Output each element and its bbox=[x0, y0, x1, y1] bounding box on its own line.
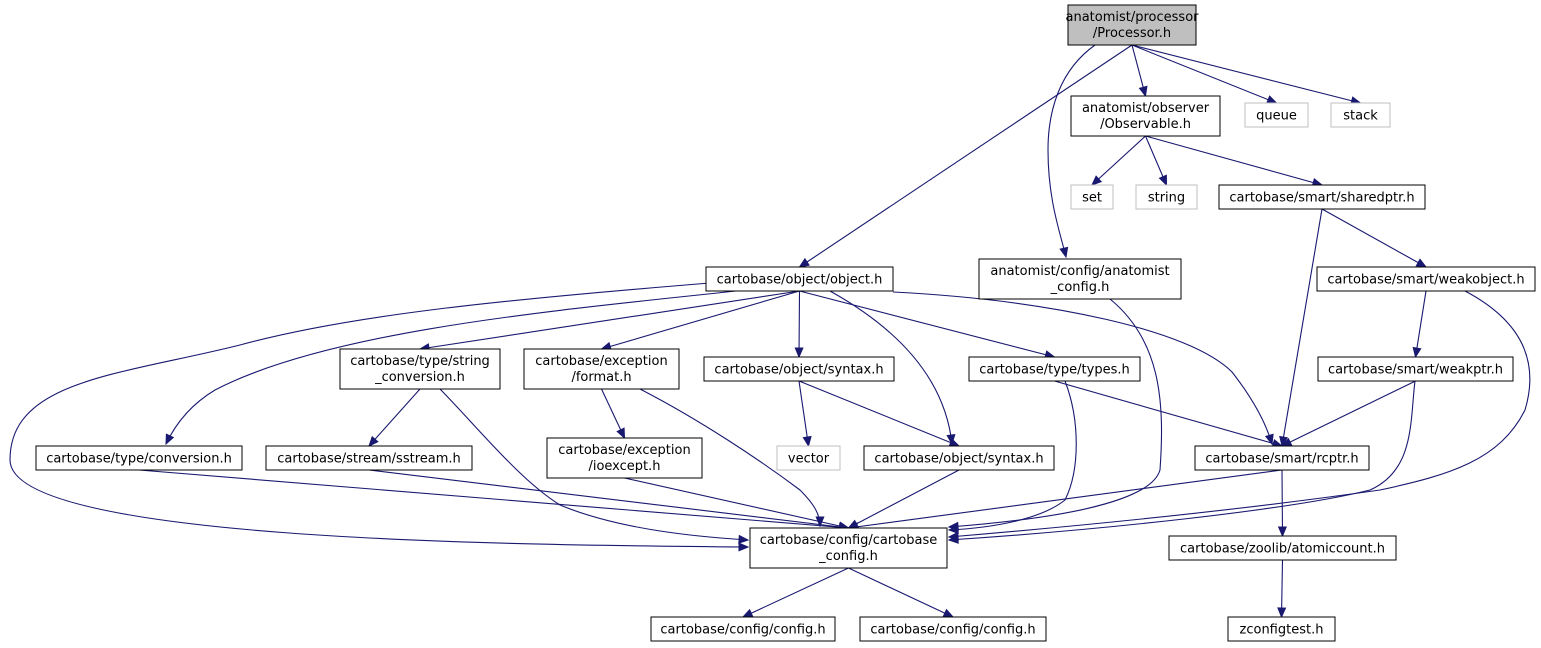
node-stringconv[interactable]: cartobase/type/string_conversion.h bbox=[339, 348, 501, 390]
node-label: /format.h bbox=[571, 370, 631, 385]
edge-weakptr-to-cartoconfig bbox=[947, 380, 1416, 544]
edge-atomiccount-to-zconfigtest bbox=[1277, 559, 1287, 619]
node-stack[interactable]: stack bbox=[1330, 102, 1391, 128]
node-label: cartobase/zoolib/atomiccount.h bbox=[1180, 542, 1385, 557]
edge-types-to-rcptr bbox=[1054, 380, 1284, 448]
edge-stringconv-to-sstream bbox=[368, 388, 421, 447]
node-label: vector bbox=[788, 452, 830, 467]
edge-syntax1-to-vector bbox=[798, 380, 812, 448]
edge-processor-to-anaconfig bbox=[1047, 44, 1096, 259]
node-set[interactable]: set bbox=[1070, 184, 1114, 210]
node-zconfigtest[interactable]: zconfigtest.h bbox=[1227, 616, 1336, 642]
node-label: cartobase/smart/weakobject.h bbox=[1327, 273, 1524, 288]
node-weakptr[interactable]: cartobase/smart/weakptr.h bbox=[1317, 356, 1514, 382]
edge-processor-to-object bbox=[798, 44, 1133, 268]
edge-object-to-rcptr bbox=[892, 291, 1274, 446]
node-label: cartobase/config/config.h bbox=[870, 623, 1035, 638]
node-cartoconfig[interactable]: cartobase/config/cartobase_config.h bbox=[749, 527, 948, 569]
node-label: cartobase/config/cartobase bbox=[760, 533, 938, 548]
node-syntax1[interactable]: cartobase/object/syntax.h bbox=[703, 356, 895, 382]
node-types[interactable]: cartobase/type/types.h bbox=[968, 356, 1141, 382]
node-label: cartobase/config/config.h bbox=[660, 623, 825, 638]
edge-processor-to-observable bbox=[1131, 44, 1148, 98]
node-label: /Observable.h bbox=[1100, 117, 1191, 132]
node-config2[interactable]: cartobase/config/config.h bbox=[859, 616, 1047, 642]
node-observable[interactable]: anatomist/observer/Observable.h bbox=[1070, 95, 1221, 137]
edge-weakptr-to-rcptr bbox=[1280, 380, 1416, 447]
node-queue[interactable]: queue bbox=[1244, 102, 1309, 128]
node-weakobject[interactable]: cartobase/smart/weakobject.h bbox=[1316, 266, 1536, 292]
node-label: queue bbox=[1256, 109, 1297, 124]
node-label: stack bbox=[1343, 109, 1378, 124]
node-label: /Processor.h bbox=[1093, 26, 1171, 41]
node-label: cartobase/smart/weakptr.h bbox=[1328, 363, 1503, 378]
node-object[interactable]: cartobase/object/object.h bbox=[705, 266, 894, 292]
edge-object-to-format bbox=[600, 290, 800, 351]
edge-syntax2-to-cartoconfig bbox=[847, 469, 960, 529]
edge-sharedptr-to-rcptr bbox=[1279, 208, 1323, 448]
edge-observable-to-string bbox=[1144, 135, 1168, 187]
node-label: cartobase/type/string bbox=[350, 354, 490, 369]
edge-rcptr-to-atomiccount bbox=[1277, 469, 1287, 538]
edge-object-to-syntax1 bbox=[794, 290, 804, 359]
edge-conversion-to-cartoconfig bbox=[138, 469, 850, 532]
node-label: _conversion.h bbox=[374, 370, 465, 385]
node-atomiccount[interactable]: cartobase/zoolib/atomiccount.h bbox=[1168, 535, 1397, 561]
node-ioexcept[interactable]: cartobase/exception/ioexcept.h bbox=[546, 437, 703, 479]
node-conversion[interactable]: cartobase/type/conversion.h bbox=[35, 445, 243, 471]
edge-anaconfig-to-cartoconfig bbox=[947, 298, 1163, 531]
node-label: cartobase/object/object.h bbox=[717, 273, 883, 288]
node-config1[interactable]: cartobase/config/config.h bbox=[650, 616, 836, 642]
edge-observable-to-sharedptr bbox=[1145, 135, 1324, 187]
node-label: anatomist/processor bbox=[1065, 10, 1199, 25]
node-label: cartobase/smart/sharedptr.h bbox=[1229, 191, 1414, 206]
node-rcptr[interactable]: cartobase/smart/rcptr.h bbox=[1194, 445, 1370, 471]
node-label: anatomist/observer bbox=[1082, 101, 1210, 116]
node-label: _config.h bbox=[818, 549, 878, 564]
node-format[interactable]: cartobase/exception/format.h bbox=[523, 348, 680, 390]
edge-observable-to-set bbox=[1091, 135, 1146, 186]
node-anaconfig[interactable]: anatomist/config/anatomist_config.h bbox=[978, 258, 1182, 300]
edge-syntax1-to-syntax2 bbox=[798, 380, 961, 447]
node-label: anatomist/config/anatomist bbox=[990, 264, 1169, 279]
node-label: cartobase/exception bbox=[558, 443, 690, 458]
edge-sharedptr-to-weakobject bbox=[1321, 208, 1428, 268]
node-label: cartobase/type/conversion.h bbox=[46, 452, 232, 467]
node-label: cartobase/type/types.h bbox=[979, 363, 1129, 378]
node-string[interactable]: string bbox=[1135, 184, 1198, 210]
edge-object-to-types bbox=[799, 290, 1056, 360]
edge-object-to-conversion bbox=[165, 290, 737, 446]
node-label: cartobase/object/syntax.h bbox=[714, 363, 883, 378]
edge-stringconv-to-cartoconfig bbox=[439, 388, 750, 544]
node-sharedptr[interactable]: cartobase/smart/sharedptr.h bbox=[1218, 184, 1426, 210]
node-syntax2[interactable]: cartobase/object/syntax.h bbox=[863, 445, 1055, 471]
edge-ioexcept-to-cartoconfig bbox=[624, 477, 850, 531]
node-vector[interactable]: vector bbox=[776, 445, 841, 471]
node-label: /ioexcept.h bbox=[588, 459, 660, 474]
edge-types-to-cartoconfig bbox=[947, 380, 1077, 535]
node-processor[interactable]: anatomist/processor/Processor.h bbox=[1065, 4, 1199, 46]
node-label: set bbox=[1082, 191, 1102, 206]
edge-weakobject-to-weakptr bbox=[1412, 290, 1427, 359]
node-label: cartobase/stream/sstream.h bbox=[277, 452, 461, 467]
edge-object-to-cartoconfig bbox=[9, 282, 750, 552]
node-sstream[interactable]: cartobase/stream/sstream.h bbox=[265, 445, 473, 471]
edge-object-to-syntax2 bbox=[829, 290, 956, 446]
node-label: zconfigtest.h bbox=[1240, 623, 1324, 638]
node-label: cartobase/exception bbox=[535, 354, 667, 369]
edge-cartoconfig-to-config1 bbox=[741, 567, 849, 618]
edge-processor-to-queue bbox=[1131, 44, 1278, 104]
node-label: string bbox=[1148, 191, 1185, 206]
edge-format-to-ioexcept bbox=[601, 388, 626, 440]
node-label: _config.h bbox=[1050, 280, 1110, 295]
node-label: cartobase/object/syntax.h bbox=[874, 452, 1043, 467]
edge-cartoconfig-to-config2 bbox=[848, 567, 955, 618]
node-label: cartobase/smart/rcptr.h bbox=[1205, 452, 1358, 467]
